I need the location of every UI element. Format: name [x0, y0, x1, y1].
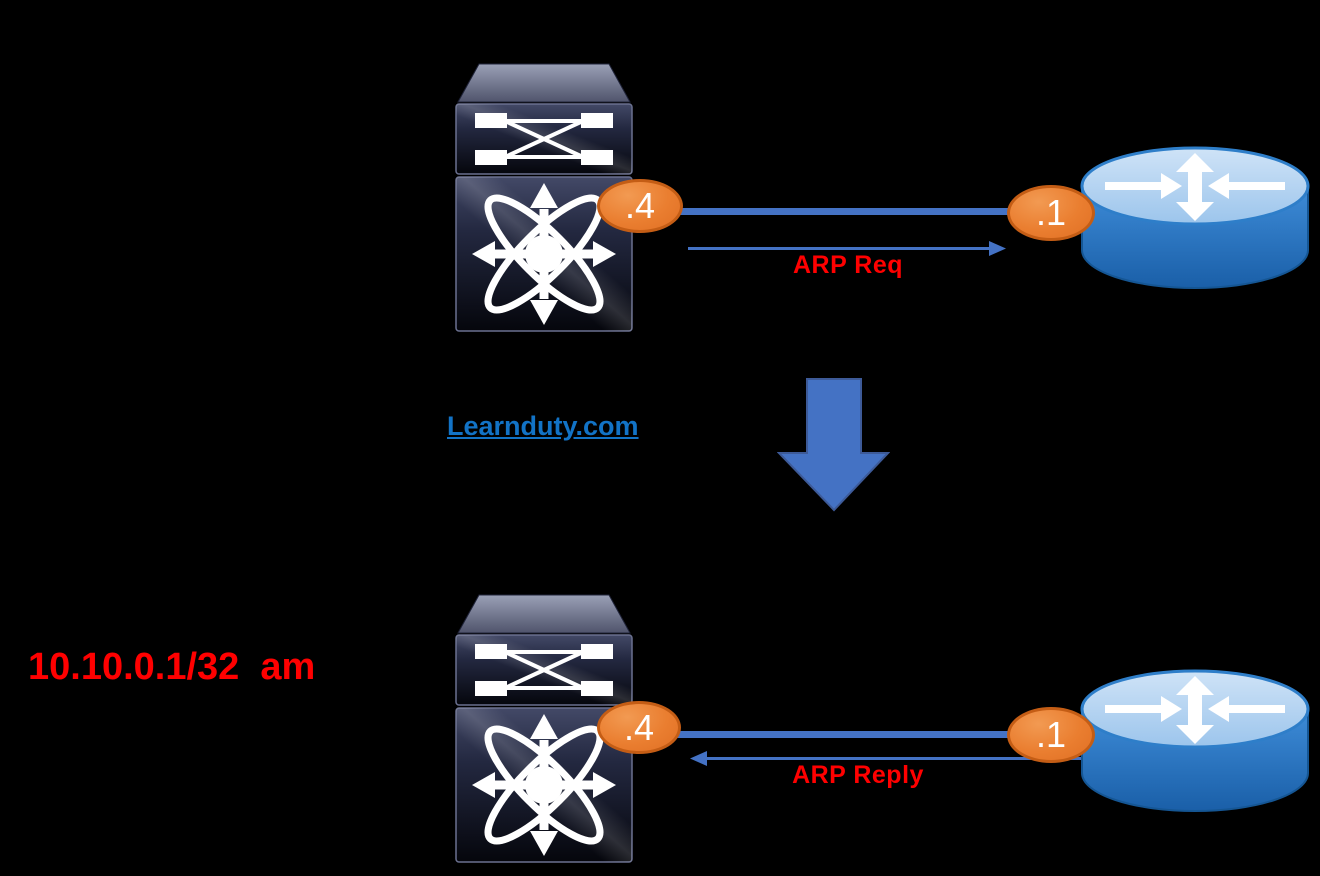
- ip-badge-label: .1: [1035, 714, 1067, 755]
- route-note-label: 10.10.0.1/32 am: [28, 646, 316, 688]
- down-arrow-icon: [777, 378, 890, 512]
- arp-reply-label: ARP Reply: [792, 761, 924, 789]
- watermark-link[interactable]: Learnduty.com: [447, 411, 639, 441]
- ip-badge-switch: .4: [597, 701, 681, 754]
- ip-badge-label: .4: [623, 706, 655, 748]
- router-icon: [1077, 665, 1313, 815]
- ip-badge-label: .4: [624, 185, 656, 226]
- router-icon: [1077, 142, 1313, 292]
- ip-badge-router: .1: [1007, 185, 1095, 241]
- link-line: [674, 731, 1084, 738]
- arp-request-label: ARP Req: [792, 251, 903, 279]
- ip-badge-label: .1: [1035, 192, 1067, 233]
- ip-badge-switch: .4: [597, 179, 683, 233]
- link-line: [676, 208, 1086, 215]
- arp-request-arrow-icon: [688, 241, 1006, 256]
- ip-badge-router: .1: [1007, 707, 1095, 763]
